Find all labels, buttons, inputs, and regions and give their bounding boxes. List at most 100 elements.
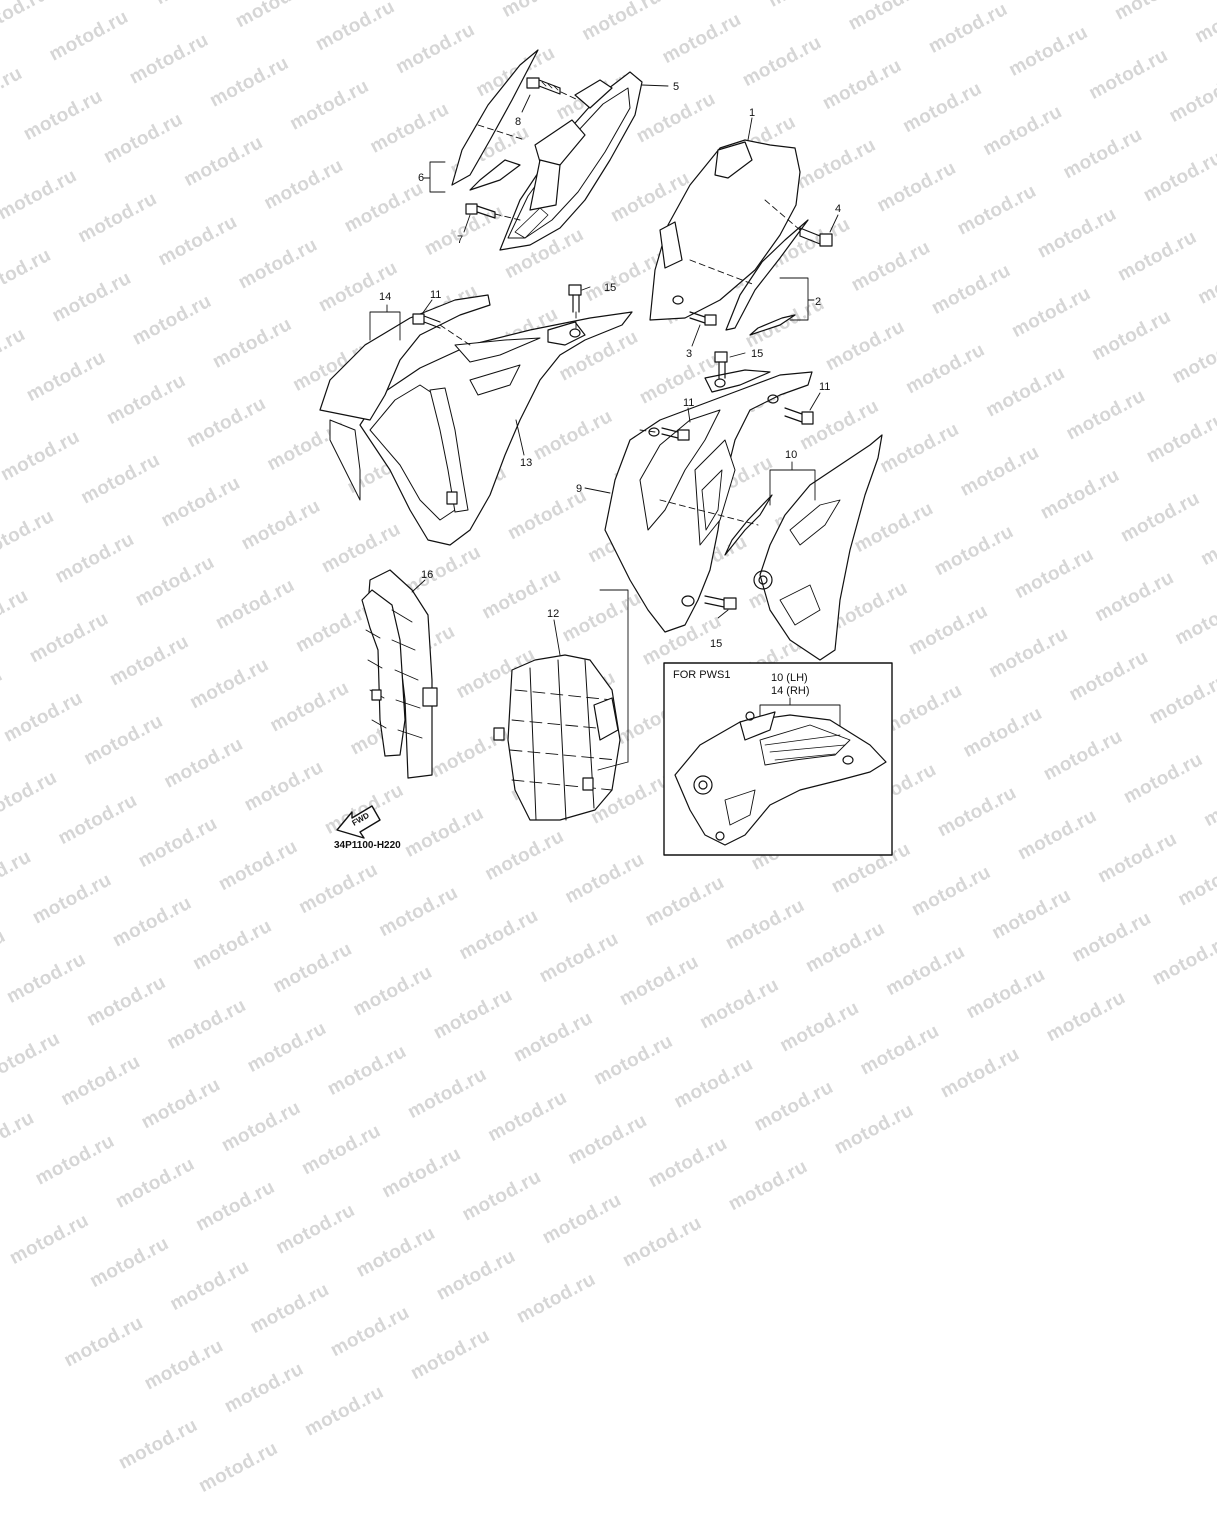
watermark-text: motod.ru: [0, 1107, 38, 1167]
watermark-text: motod.ru: [83, 971, 170, 1031]
watermark-text: motod.ru: [218, 1097, 305, 1157]
part-graphic-decal-10[interactable]: [724, 434, 883, 661]
callout-15-c: 15: [710, 638, 722, 650]
callout-12: 12: [547, 608, 559, 620]
watermark-text: motod.ru: [882, 941, 969, 1001]
part-radiator-shroud-13[interactable]: [359, 311, 633, 546]
watermark-text: motod.ru: [696, 974, 783, 1034]
watermark-text: motod.ru: [221, 1358, 308, 1418]
watermark-text: motod.ru: [352, 1222, 439, 1282]
callout-14: 14: [379, 291, 391, 303]
callout-11-c: 11: [819, 381, 830, 393]
watermark-text: motod.ru: [433, 1245, 520, 1305]
watermark-text: motod.ru: [619, 1212, 706, 1272]
callout-4: 4: [835, 203, 841, 215]
watermark-text: motod.ru: [195, 1437, 282, 1497]
watermark-text: motod.ru: [192, 1176, 279, 1236]
callout-labels: 1 2 3 4 5 6 7 8 9 10 11 11 11 12 13 14 1…: [334, 81, 841, 851]
part-bolt-11-a[interactable]: [412, 313, 441, 329]
watermark-text: motod.ru: [3, 948, 90, 1008]
part-side-cover-rear[interactable]: [499, 71, 643, 251]
callout-5: 5: [673, 81, 679, 93]
inset-title: FOR PWS1: [673, 669, 730, 681]
watermark-text: motod.ru: [616, 951, 703, 1011]
watermark-text: motod.ru: [0, 973, 22, 1081]
part-side-cover-1[interactable]: [649, 139, 801, 321]
callout-15-b: 15: [751, 348, 763, 360]
watermark-text: motod.ru: [937, 1043, 1024, 1103]
watermark-text: motod.ru: [378, 1143, 465, 1203]
inset-graphic-assembly[interactable]: [674, 711, 887, 846]
watermark-text: motod.ru: [831, 1099, 918, 1159]
watermark-text: motod.ru: [57, 1051, 144, 1111]
watermark-text: motod.ru: [725, 1156, 812, 1216]
watermark-text: motod.ru: [510, 1007, 597, 1067]
watermark-text: motod.ru: [163, 994, 250, 1054]
part-radiator-guard-16[interactable]: [361, 569, 438, 779]
callout-3: 3: [686, 348, 692, 360]
watermark-text: motod.ru: [115, 1414, 202, 1474]
part-bolt-8[interactable]: [526, 77, 561, 95]
watermark-text: motod.ru: [272, 1199, 359, 1259]
watermark-text: motod.ru: [32, 1130, 119, 1190]
callout-11-b: 11: [683, 397, 694, 409]
watermark-text: motod.ru: [112, 1153, 199, 1213]
watermark-text: motod.ru: [140, 1335, 228, 1395]
part-radiator-shroud-9[interactable]: [604, 369, 813, 633]
watermark-text: motod.ru: [246, 1279, 333, 1339]
watermark-text: motod.ru: [856, 1020, 943, 1080]
callout-6: 6: [418, 172, 424, 184]
watermark-text: motod.ru: [1043, 987, 1130, 1047]
part-graphic-decal-6[interactable]: [451, 49, 539, 191]
callout-11-a: 11: [430, 289, 441, 301]
callout-10: 10: [785, 449, 797, 461]
inset-ref-lh: 10 (LH): [771, 672, 808, 684]
part-graphic-decal-14[interactable]: [319, 294, 491, 501]
callout-8: 8: [515, 116, 521, 128]
watermark-text: motod.ru: [670, 1053, 757, 1113]
callout-7: 7: [457, 234, 463, 246]
watermark-text: motod.ru: [539, 1189, 626, 1249]
watermark-text: motod.ru: [301, 1381, 388, 1441]
part-bolt-15-c[interactable]: [704, 595, 737, 610]
inset-ref-rh: 14 (RH): [771, 685, 810, 697]
watermark-text: motod.ru: [327, 1302, 414, 1362]
part-bolt-3[interactable]: [689, 311, 717, 326]
watermark-text: motod.ru: [564, 1110, 651, 1170]
inset-box: FOR PWS1 10 (LH) 14 (RH): [663, 662, 893, 856]
callout-15-a: 15: [604, 282, 616, 294]
watermark-text: motod.ru: [349, 961, 436, 1021]
watermark-text: motod.ru: [6, 1209, 93, 1269]
watermark-text: motod.ru: [404, 1063, 491, 1124]
watermark-text: motod.ru: [962, 964, 1049, 1024]
watermark-text: motod.ru: [1148, 930, 1217, 990]
watermark-text: motod.ru: [430, 984, 517, 1044]
watermark-text: motod.ru: [484, 1086, 571, 1147]
watermark-text: motod.ru: [644, 1133, 732, 1193]
watermark-text: motod.ru: [269, 938, 356, 998]
watermark-text: motod.ru: [298, 1120, 385, 1180]
watermark-text: motod.ru: [166, 1255, 253, 1316]
watermark-text: motod.ru: [590, 1030, 677, 1090]
watermark-text: motod.ru: [137, 1074, 225, 1134]
watermark-text: motod.ru: [86, 1232, 173, 1293]
drawing-code: 34P1100-H220: [334, 840, 401, 851]
callout-2: 2: [815, 296, 821, 308]
part-bolt-4[interactable]: [799, 227, 833, 247]
part-bolt-15-b[interactable]: [714, 351, 728, 379]
part-bolt-11-b[interactable]: [661, 427, 690, 441]
watermark-text: motod.ru: [324, 1040, 411, 1100]
callout-9: 9: [576, 483, 582, 495]
watermark-text: motod.ru: [513, 1268, 600, 1328]
watermark-text: motod.ru: [243, 1017, 331, 1077]
watermark-text: motod.ru: [407, 1325, 494, 1385]
part-bolt-11-c[interactable]: [784, 407, 814, 425]
watermark-text: motod.ru: [458, 1166, 545, 1226]
part-bolt-7[interactable]: [465, 203, 496, 219]
part-graphic-decal-2[interactable]: [725, 219, 809, 336]
callout-1: 1: [749, 107, 755, 119]
watermark-text: motod.ru: [776, 997, 863, 1057]
part-bolt-15-a[interactable]: [568, 284, 582, 313]
parts-diagram: FWD FOR PWS1 10 (LH) 14 (RH) 1 2 3 4 5 6…: [319, 49, 893, 856]
part-radiator-guard-12[interactable]: [493, 654, 621, 821]
